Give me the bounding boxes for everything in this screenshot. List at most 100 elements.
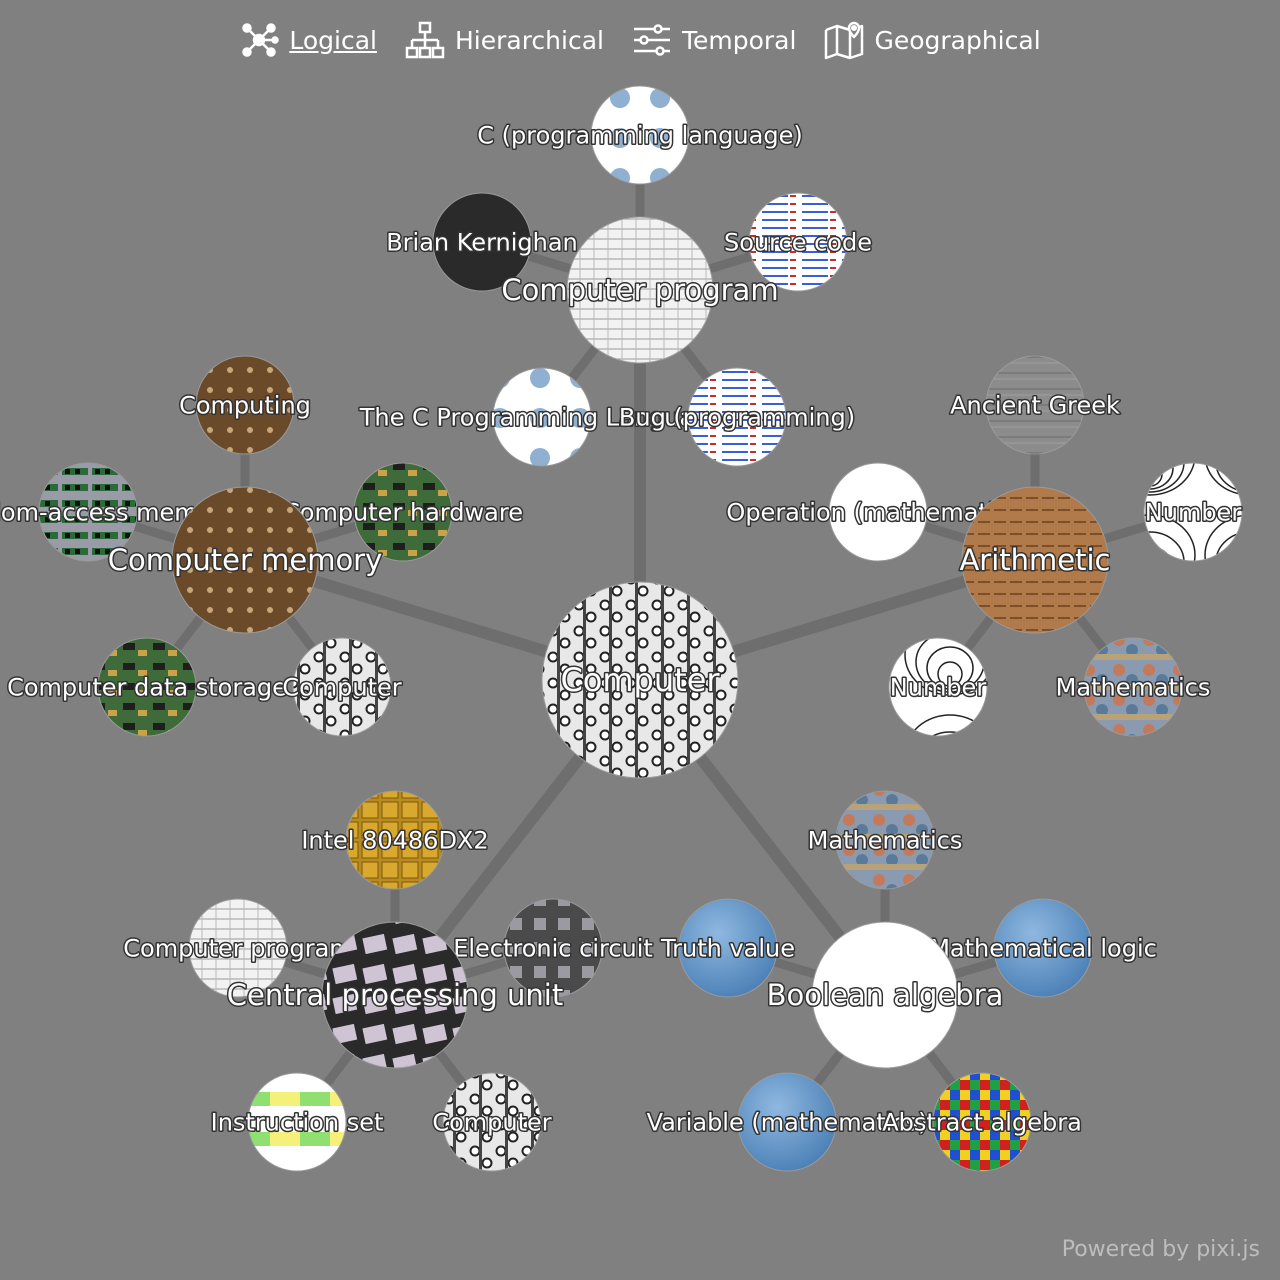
node-label: Electronic circuit [453, 934, 653, 962]
node-bug-programming[interactable]: Bug (programming) [617, 367, 857, 467]
node-label: Mathematics [1056, 673, 1211, 701]
node-number[interactable]: Number [888, 637, 988, 737]
node-label: Computer [282, 673, 401, 701]
node-variable-mathematics[interactable]: Variable (mathematics) [645, 1072, 929, 1172]
node-label: Mathematical logic [929, 934, 1157, 962]
node-source-code[interactable]: Source code [723, 192, 873, 292]
node-label: Ancient Greek [950, 391, 1120, 419]
view-temporal-button[interactable]: Temporal [632, 20, 796, 60]
node-image [38, 462, 138, 562]
node-label: Intel 80486DX2 [301, 826, 488, 854]
node-image [678, 898, 778, 998]
node-label: Computer program [123, 934, 352, 962]
node-image [737, 1072, 837, 1172]
view-geographical-button[interactable]: Geographical [824, 20, 1041, 60]
node-image [345, 790, 445, 890]
node-label: Computer [560, 661, 720, 699]
node-label: Computer memory [108, 543, 383, 577]
graph-nodes: C (programming language) Brian Kernighan S… [0, 85, 1243, 1172]
network-icon [242, 23, 280, 57]
node-image [748, 192, 848, 292]
node-label: Instruction set [211, 1108, 384, 1136]
node-number[interactable]: Number [1143, 462, 1243, 562]
node-label: Computing [179, 391, 311, 419]
node-center-computer[interactable]: Computer [541, 581, 739, 779]
node-image [97, 637, 197, 737]
node-truth-value[interactable]: Truth value [658, 898, 797, 998]
node-the-c-programming-language[interactable]: The C Programming Language [357, 367, 726, 467]
node-image [541, 581, 739, 779]
node-boolean-algebra[interactable]: Boolean algebra [765, 921, 1005, 1069]
node-computer-program[interactable]: Computer program [500, 216, 780, 364]
hierarchy-icon [405, 21, 445, 59]
node-label: Computer data storage [7, 673, 287, 701]
node-computing[interactable]: Computing [178, 355, 312, 455]
map-icon [825, 21, 864, 60]
node-operation-mathematics[interactable]: Operation (mathematics) [725, 462, 1031, 562]
node-image [247, 1072, 347, 1172]
node-intel-80486dx2[interactable]: Intel 80486DX2 [300, 790, 490, 890]
node-label: Computer hardware [283, 498, 523, 526]
node-arithmetic[interactable]: Arithmetic [958, 486, 1112, 634]
node-label: Central processing unit [227, 978, 564, 1012]
node-central-processing-unit[interactable]: Central processing unit [225, 921, 565, 1069]
node-mathematics[interactable]: Mathematics [806, 790, 964, 890]
view-geographical-label: Geographical [874, 25, 1041, 55]
view-hierarchical-button[interactable]: Hierarchical [405, 20, 604, 60]
node-computer[interactable]: Computer [281, 637, 403, 737]
node-image [985, 355, 1085, 455]
node-label: Abstract algebra [882, 1108, 1082, 1136]
node-label: Mathematics [808, 826, 963, 854]
node-image [432, 192, 532, 292]
node-image [961, 486, 1109, 634]
view-hierarchical-label: Hierarchical [454, 25, 604, 55]
node-image [888, 637, 988, 737]
node-image [188, 898, 288, 998]
node-brian-kernighan[interactable]: Brian Kernighan [385, 192, 579, 292]
node-image [442, 1072, 542, 1172]
powered-by-text: Powered by pixi.js [1061, 1237, 1260, 1262]
node-label: Source code [724, 228, 872, 256]
node-image [835, 790, 935, 890]
node-image [321, 921, 469, 1069]
node-image [811, 921, 959, 1069]
view-logical-button[interactable]: Logical [239, 20, 377, 60]
node-computer-memory[interactable]: Computer memory [106, 486, 384, 634]
view-switcher: Logical Hierarchical Temporal [0, 18, 1280, 62]
node-image [1143, 462, 1243, 562]
node-label: Computer program [501, 273, 778, 307]
node-ancient-greek[interactable]: Ancient Greek [949, 355, 1122, 455]
node-c-programming-language[interactable]: C (programming language) [476, 85, 804, 185]
node-image [292, 637, 392, 737]
node-computer-hardware[interactable]: Computer hardware [282, 462, 524, 562]
view-temporal-label: Temporal [681, 25, 797, 55]
node-instruction-set[interactable]: Instruction set [209, 1072, 385, 1172]
node-label: Number [890, 673, 987, 701]
node-image [492, 367, 592, 467]
sliders-icon [633, 24, 670, 56]
node-computer[interactable]: Computer [431, 1072, 553, 1172]
node-label: Computer [432, 1108, 551, 1136]
node-label: Bug (programming) [619, 403, 855, 431]
node-computer-data-storage[interactable]: Computer data storage [6, 637, 288, 737]
node-label: Truth value [660, 934, 795, 962]
node-image [932, 1072, 1032, 1172]
node-image [503, 898, 603, 998]
node-computer-program[interactable]: Computer program [122, 898, 354, 998]
node-electronic-circuit[interactable]: Electronic circuit [452, 898, 654, 998]
node-mathematical-logic[interactable]: Mathematical logic [928, 898, 1158, 998]
node-image [566, 216, 714, 364]
node-image [353, 462, 453, 562]
node-image [687, 367, 787, 467]
node-image [171, 486, 319, 634]
node-label: Brian Kernighan [386, 228, 578, 256]
node-image [195, 355, 295, 455]
node-image [828, 462, 928, 562]
view-logical-label: Logical [289, 25, 377, 55]
node-image [590, 85, 690, 185]
node-label: Variable (mathematics) [647, 1108, 928, 1136]
node-label: Arithmetic [959, 543, 1110, 577]
node-mathematics[interactable]: Mathematics [1054, 637, 1212, 737]
node-abstract-algebra[interactable]: Abstract algebra [881, 1072, 1083, 1172]
